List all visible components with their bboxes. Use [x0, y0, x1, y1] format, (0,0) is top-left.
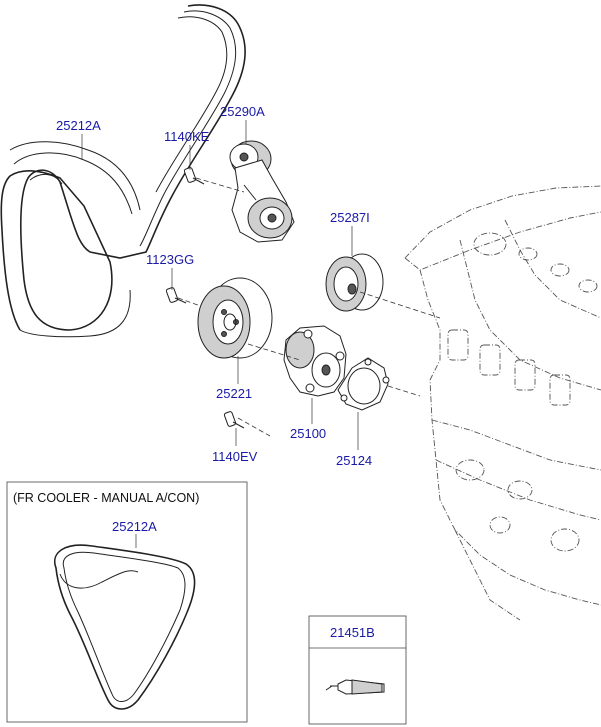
belt-tensioner[interactable] — [229, 140, 295, 243]
inset-variant-box: (FR COOLER - MANUAL A/CON) 25212A — [6, 481, 248, 723]
inset-item-box: 21451B — [308, 615, 407, 725]
bolt-pump-1140ev[interactable] — [223, 411, 271, 437]
sealant-tube-icon[interactable] — [325, 679, 385, 695]
inset-variant-title: (FR COOLER - MANUAL A/CON) — [13, 491, 199, 505]
inset-label-25212a[interactable]: 25212A — [112, 519, 157, 534]
inset-label-21451b[interactable]: 21451B — [330, 625, 375, 640]
drive-belt-variant[interactable] — [53, 544, 196, 710]
bolt-tensioner-1140ke[interactable] — [183, 167, 245, 193]
water-pump[interactable] — [247, 325, 347, 397]
idler-pulley[interactable] — [325, 253, 441, 319]
label-25287i[interactable]: 25287I — [330, 210, 370, 225]
leader-lines — [81, 120, 359, 450]
label-25290a[interactable]: 25290A — [220, 104, 265, 119]
label-25124[interactable]: 25124 — [336, 453, 372, 468]
engine-block-outline — [404, 185, 601, 621]
label-1123gg[interactable]: 1123GG — [146, 252, 194, 267]
label-25100[interactable]: 25100 — [290, 426, 326, 441]
label-1140ke[interactable]: 1140KE — [164, 129, 210, 144]
label-25212a[interactable]: 25212A — [56, 118, 101, 133]
label-25221[interactable]: 25221 — [216, 386, 252, 401]
label-1140ev[interactable]: 1140EV — [212, 449, 258, 464]
water-pump-pulley[interactable] — [197, 277, 273, 359]
drive-belt-main[interactable] — [0, 4, 246, 338]
water-pump-gasket[interactable] — [337, 357, 421, 411]
